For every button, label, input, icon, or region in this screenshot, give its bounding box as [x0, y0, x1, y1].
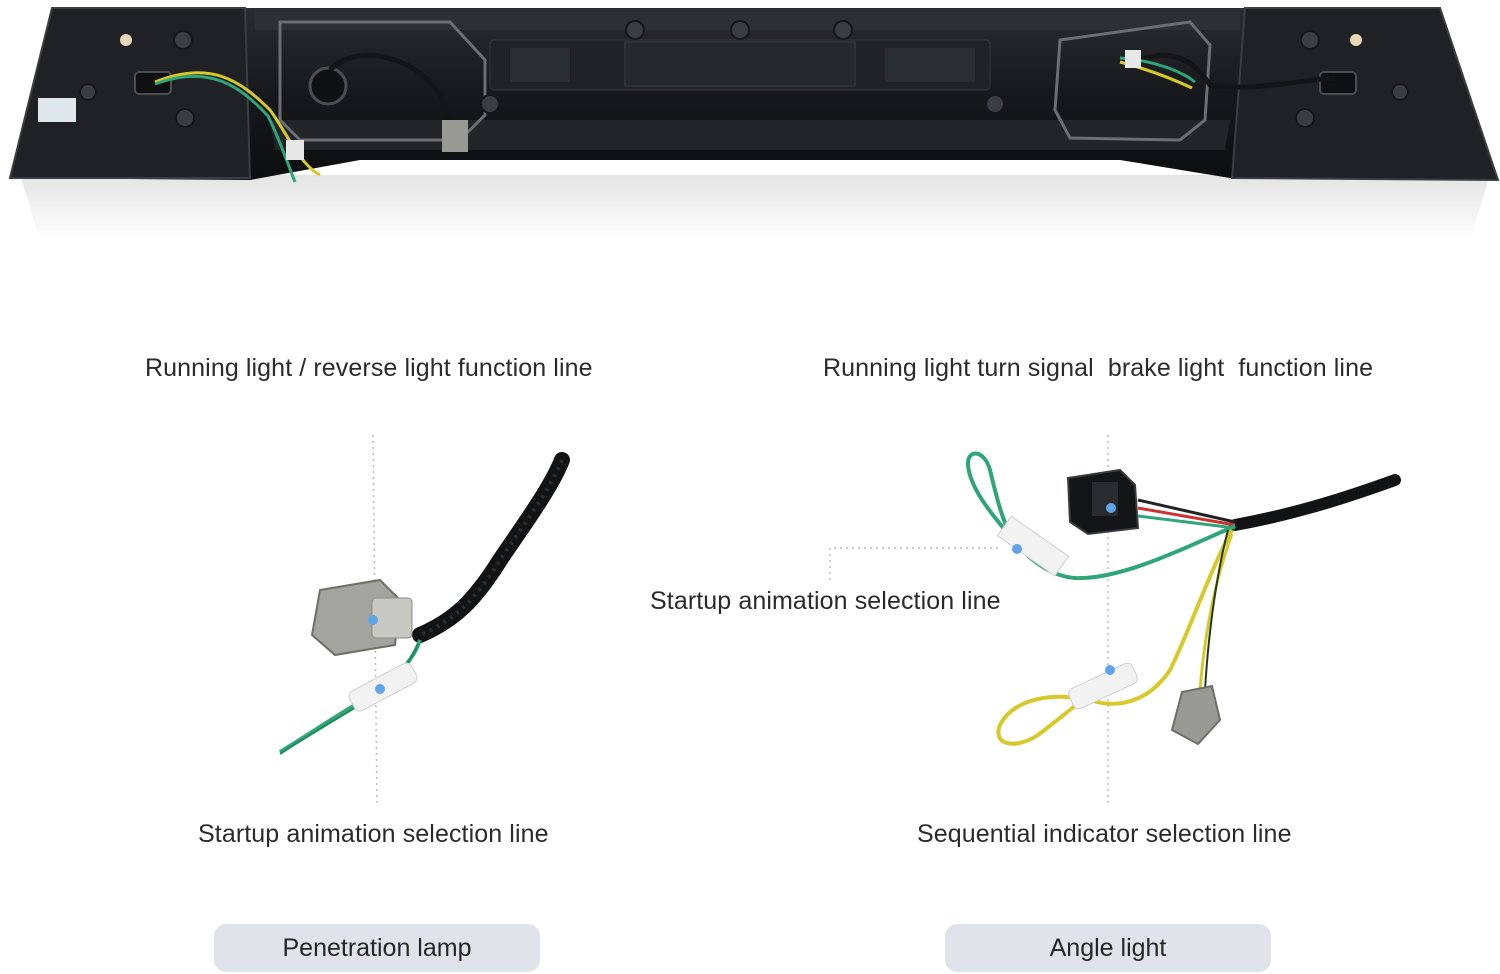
sequential-indicator-label: Sequential indicator selection line — [917, 820, 1292, 848]
left-function-line-label: Running light / reverse light function l… — [145, 354, 593, 382]
right-startup-animation-label: Startup animation selection line — [650, 587, 1001, 615]
right-function-line-label: Running light turn signal brake light fu… — [823, 354, 1374, 382]
angle-light-tag-label: Angle light — [1049, 933, 1167, 962]
tail-light-bar-image — [0, 0, 1500, 260]
angle-light-wiring-image — [820, 430, 1420, 810]
penetration-lamp-tag-label: Penetration lamp — [282, 933, 472, 962]
penetration-lamp-wiring-image — [260, 430, 580, 810]
angle-light-tag: Angle light — [945, 924, 1271, 972]
penetration-lamp-tag: Penetration lamp — [214, 924, 540, 972]
left-startup-animation-label: Startup animation selection line — [198, 820, 549, 848]
